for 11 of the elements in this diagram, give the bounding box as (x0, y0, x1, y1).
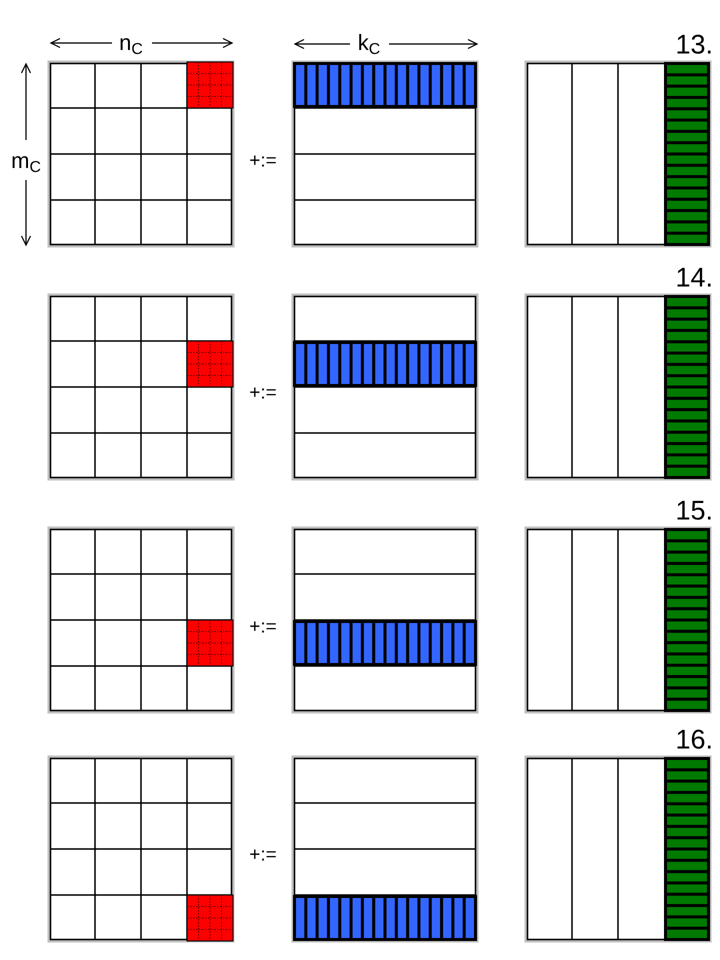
operator-label: +:= (249, 846, 277, 864)
dimension-label: k$_{C}$ (358, 32, 380, 54)
operator-label: +:= (249, 618, 277, 636)
step-number: 13. (675, 32, 713, 58)
step-number: 14. (675, 264, 713, 292)
operator-label: +:= (249, 152, 277, 170)
step-number: 16. (675, 726, 713, 754)
step-number: 15. (675, 498, 713, 524)
dimension-label: n$_{C}$ (119, 32, 143, 54)
dimension-label: m$_{C}$ (11, 150, 41, 172)
operator-label: +:= (249, 384, 277, 402)
